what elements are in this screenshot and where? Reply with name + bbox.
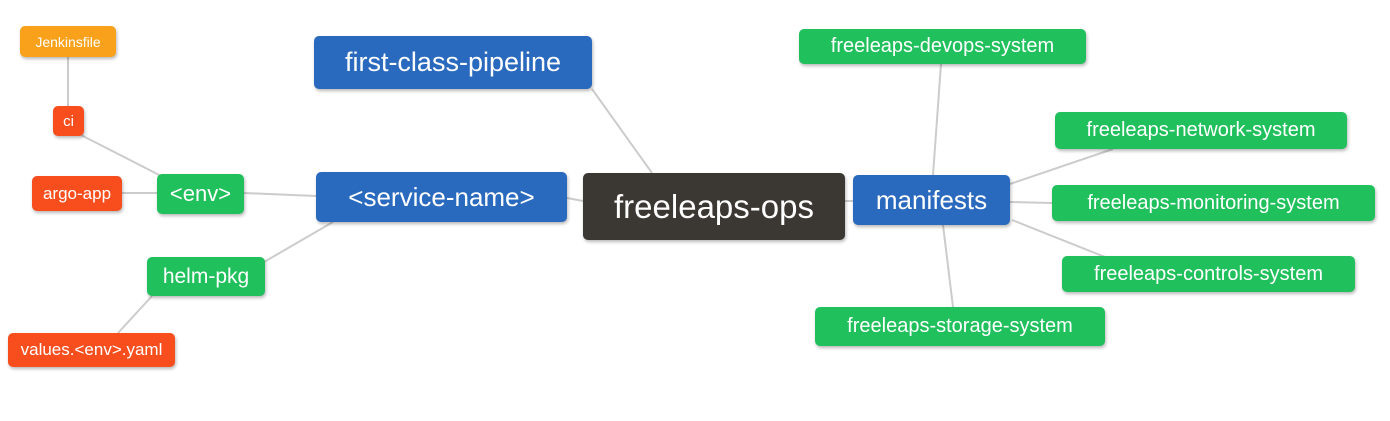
edge-storage-manifests: [942, 224, 954, 308]
edge-network-manifests: [1009, 148, 1114, 185]
node-freeleaps-controls-system[interactable]: freeleaps-controls-system: [1062, 256, 1355, 292]
edge-env-servicename: [243, 192, 317, 197]
node-freeleaps-storage-system[interactable]: freeleaps-storage-system: [815, 307, 1105, 346]
node-manifests[interactable]: manifests: [853, 175, 1010, 225]
node-freeleaps-devops-system[interactable]: freeleaps-devops-system: [799, 29, 1086, 64]
node-values-env-yaml[interactable]: values.<env>.yaml: [8, 333, 175, 367]
edge-helmpkg-servicename: [263, 221, 334, 263]
edge-values-helmpkg: [117, 295, 153, 334]
edge-servicename-root: [566, 197, 584, 202]
edge-devops-manifests: [932, 63, 942, 176]
node-freeleaps-network-system[interactable]: freeleaps-network-system: [1055, 112, 1347, 149]
edge-monitoring-manifests: [1009, 201, 1053, 204]
node-env[interactable]: <env>: [157, 174, 244, 214]
node-ci[interactable]: ci: [53, 106, 84, 136]
node-first-class-pipeline[interactable]: first-class-pipeline: [314, 36, 592, 89]
edge-ci-env: [78, 133, 168, 180]
node-freeleaps-ops-root[interactable]: freeleaps-ops: [583, 173, 845, 240]
node-service-name[interactable]: <service-name>: [316, 172, 567, 222]
node-argo-app[interactable]: argo-app: [32, 176, 122, 211]
edge-pipeline-root: [591, 88, 653, 174]
node-helm-pkg[interactable]: helm-pkg: [147, 257, 265, 296]
edge-controls-manifests: [1011, 219, 1106, 258]
node-jenkinsfile[interactable]: Jenkinsfile: [20, 26, 116, 57]
node-freeleaps-monitoring-system[interactable]: freeleaps-monitoring-system: [1052, 185, 1375, 221]
